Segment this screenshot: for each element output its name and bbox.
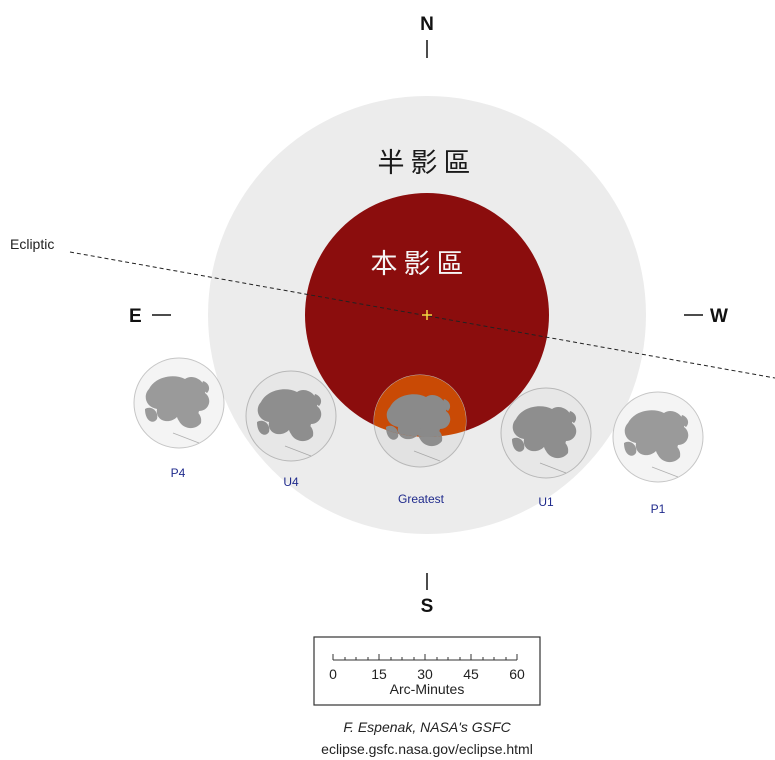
scale-tick-45: 45 [463,666,479,682]
moon-label-greatest: Greatest [398,492,445,506]
scale-tick-60: 60 [509,666,525,682]
moon-u1 [500,387,592,479]
credit-url: eclipse.gsfc.nasa.gov/eclipse.html [321,741,533,757]
moon-label-u4: U4 [283,475,299,489]
penumbra-label: 半影區 [378,148,477,179]
moon-greatest-eclipsed-part [374,375,466,437]
moon-p1 [612,391,704,483]
ecliptic-label: Ecliptic [10,236,54,252]
moon-label-p1: P1 [651,502,666,516]
moon-u4 [245,370,337,462]
compass-south: S [421,596,434,617]
scale-tick-30: 30 [417,666,433,682]
moon-label-p4: P4 [171,466,186,480]
compass-west: W [710,306,728,327]
credit-author: F. Espenak, NASA's GSFC [343,719,511,735]
scale-bar: 0 15 30 45 60 Arc-Minutes [313,636,541,706]
scale-tick-0: 0 [329,666,337,682]
shadow-center-mark [422,310,432,320]
scale-tick-15: 15 [371,666,387,682]
compass-north: N [420,14,434,35]
compass-east: E [129,306,142,327]
moon-label-u1: U1 [538,495,554,509]
scale-unit-label: Arc-Minutes [390,681,465,697]
moon-p4 [133,357,225,449]
umbra-label: 本影區 [371,249,470,280]
